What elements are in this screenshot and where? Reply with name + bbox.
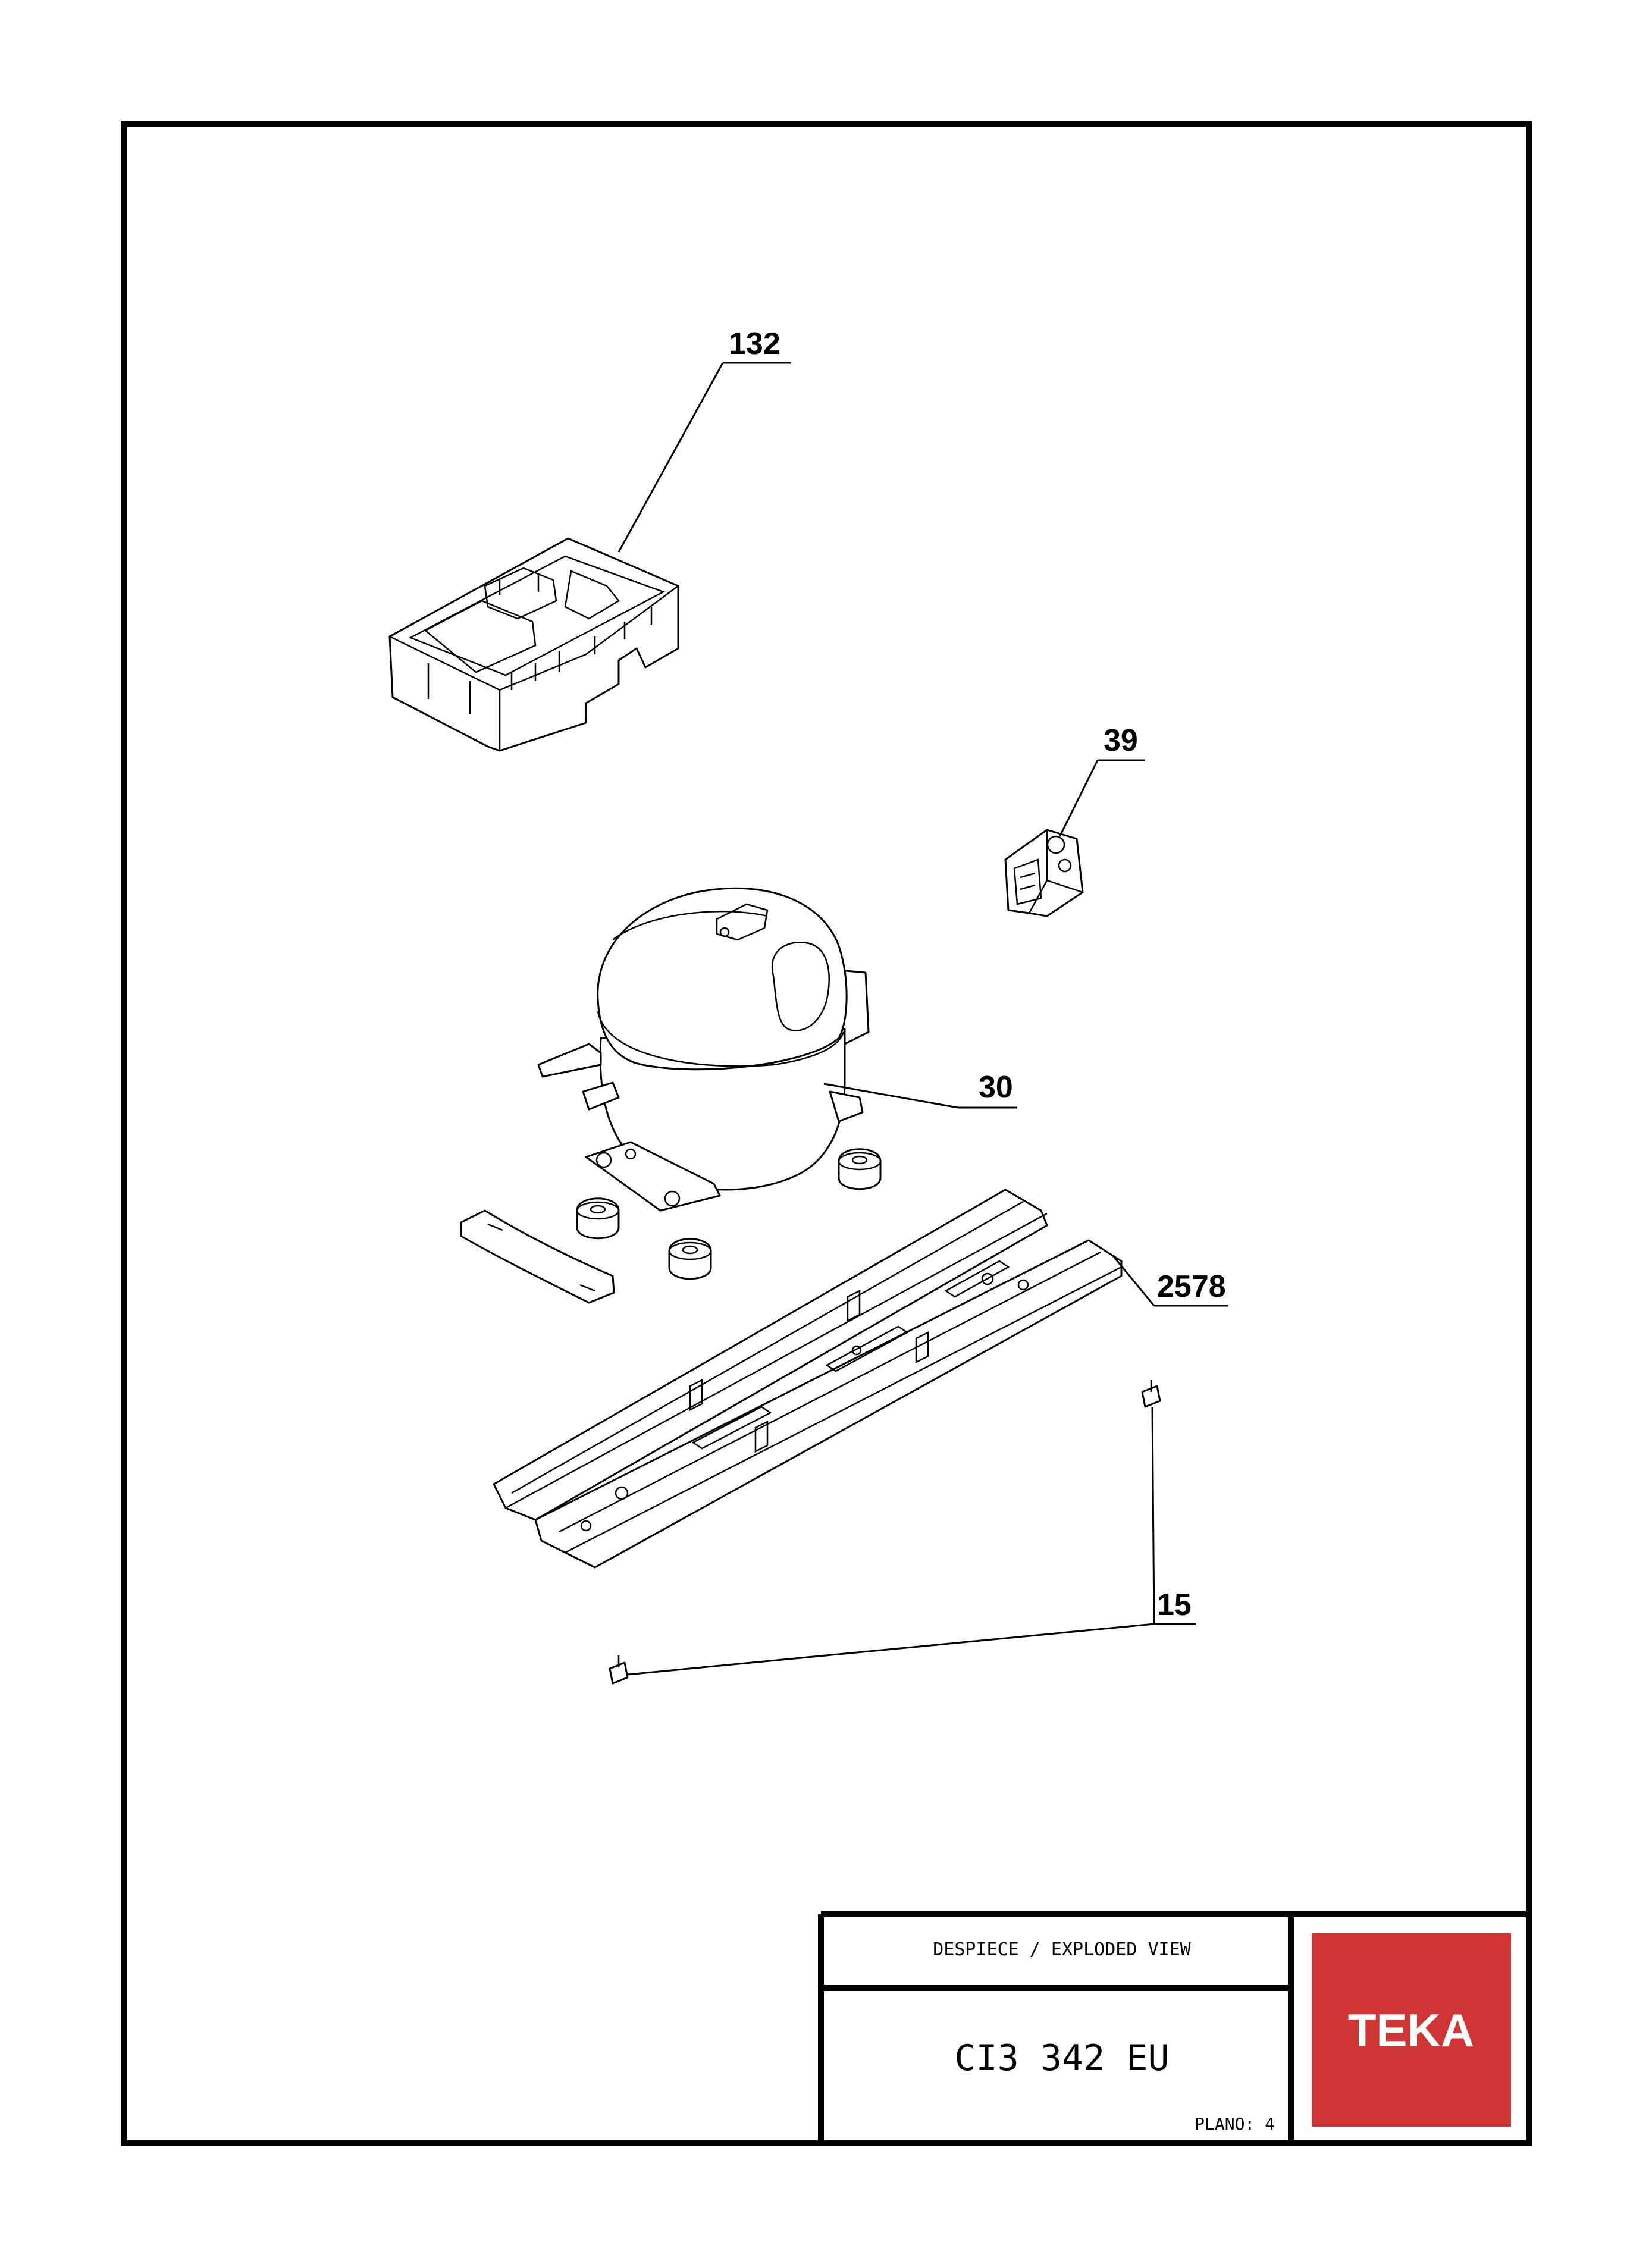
- callout-2578: 2578: [1157, 1269, 1226, 1304]
- leader-30: [823, 1083, 958, 1109]
- title-header: DESPIECE / EXPLODED VIEW: [933, 1939, 1191, 1960]
- title-model: CI3 342 EU: [954, 2037, 1169, 2079]
- grommets-drawing: [576, 1148, 882, 1280]
- leader-15-a: [1151, 1406, 1155, 1625]
- part-2578-drawing: [493, 1189, 1123, 1569]
- title-plano: PLANO: 4: [1195, 2114, 1275, 2134]
- flat-strip-drawing: [460, 1209, 615, 1304]
- logo-text: TEKA: [1348, 2004, 1474, 2056]
- part-132-drawing: [388, 537, 679, 752]
- leader-39: [1059, 760, 1099, 836]
- leader-15-b: [627, 1623, 1155, 1676]
- teka-logo: TEKA: [1312, 1933, 1511, 2127]
- part-15-drawing: [609, 1380, 1161, 1685]
- title-block: DESPIECE / EXPLODED VIEW CI3 342 EU PLAN…: [818, 1911, 1529, 2143]
- callout-15: 15: [1157, 1588, 1192, 1622]
- leader-132: [617, 362, 724, 553]
- part-30-drawing: [537, 887, 870, 1212]
- callout-30: 30: [979, 1070, 1013, 1105]
- leader-2578: [1111, 1255, 1155, 1306]
- logo-background: [1312, 1933, 1511, 2127]
- callout-39: 39: [1104, 723, 1138, 758]
- callout-132: 132: [729, 327, 780, 361]
- sheet-border: [121, 121, 1532, 2146]
- part-39-drawing: [1004, 829, 1084, 917]
